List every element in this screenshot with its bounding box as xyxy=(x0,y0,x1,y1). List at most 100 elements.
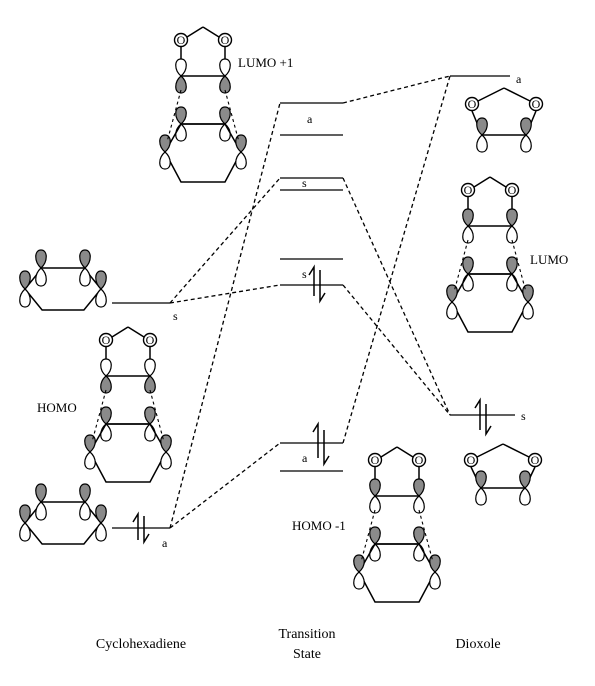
orbital-lobe xyxy=(144,358,156,377)
oxygen-atom: O xyxy=(460,182,476,198)
oxygen-symbol: O xyxy=(146,333,155,347)
oxygen-symbol: O xyxy=(221,33,230,47)
hexagon-ring xyxy=(89,423,167,483)
bond xyxy=(186,26,204,38)
p-orbital xyxy=(519,470,531,506)
label-lumo-plus-1: LUMO +1 xyxy=(238,55,293,70)
p-orbital xyxy=(475,470,487,506)
oxygen-atom: O xyxy=(463,452,479,468)
orbital-lobe xyxy=(144,375,156,394)
oxygen-symbol: O xyxy=(531,453,540,467)
p-orbital xyxy=(369,478,381,514)
orbital-lobe xyxy=(19,288,31,308)
p-orbital xyxy=(160,434,172,470)
interaction-line xyxy=(91,389,107,443)
oxygen-symbol: O xyxy=(464,183,473,197)
electron-pair-ts-a xyxy=(312,421,330,467)
p-orbital xyxy=(19,270,31,308)
orbital-lobe xyxy=(35,267,47,287)
interaction-line xyxy=(453,239,469,293)
orbital-lobe xyxy=(522,301,534,320)
interaction-line xyxy=(224,89,240,143)
bond xyxy=(473,176,491,188)
oxygen-atom: O xyxy=(527,452,543,468)
p-orbital xyxy=(413,478,425,514)
column-title-state: State xyxy=(293,647,321,662)
orbital-lobe xyxy=(159,134,171,153)
p-orbital xyxy=(522,284,534,320)
oxygen-symbol: O xyxy=(508,183,517,197)
oxygen-circle xyxy=(504,182,520,198)
orbital-lobe xyxy=(520,134,532,153)
orbital-labels: LUMO +1 LUMO HOMO HOMO -1 xyxy=(37,55,568,533)
orbital-lobe xyxy=(506,256,518,275)
orbital-lobe xyxy=(100,423,112,442)
oxygen-atom: O xyxy=(98,332,114,348)
p-orbital xyxy=(446,284,458,320)
p-orbital xyxy=(413,526,425,562)
p-orbital xyxy=(19,504,31,542)
p-orbital xyxy=(144,358,156,394)
oxygen-symbol: O xyxy=(532,97,541,111)
p-orbital xyxy=(520,117,532,153)
orbital-lobe xyxy=(413,526,425,545)
orbital-lobe xyxy=(462,208,474,227)
cyclohexadiene-molecule xyxy=(19,249,107,311)
electron-pair-diene-a xyxy=(132,511,150,545)
orbital-lobe xyxy=(235,134,247,153)
orbital-lobe xyxy=(175,106,187,125)
oxygen-circle xyxy=(367,452,383,468)
orbital-lobe xyxy=(35,483,47,503)
orbital-lobe xyxy=(462,225,474,244)
orbital-lobe xyxy=(369,495,381,514)
bond xyxy=(127,326,145,338)
p-orbital xyxy=(79,483,91,521)
orbital-lobe xyxy=(159,151,171,170)
corr-ts-s-lower-dioxole-s xyxy=(342,284,451,416)
orbital-lobe xyxy=(519,487,531,506)
oxygen-circle xyxy=(528,96,544,112)
orbital-lobe xyxy=(84,434,96,453)
p-orbital xyxy=(476,117,488,153)
corr-diene-s-ts-lower xyxy=(169,284,281,304)
oxygen-atom: O xyxy=(411,452,427,468)
orbital-lobe xyxy=(413,478,425,497)
electron-pair-ts-s xyxy=(308,264,326,304)
orbital-lobe xyxy=(35,501,47,521)
orbital-lobe xyxy=(175,123,187,142)
symmetry-label-ts-2: s xyxy=(302,176,307,190)
oxygen-circle xyxy=(173,32,189,48)
p-orbital xyxy=(84,434,96,470)
electron-pair-dioxole-s xyxy=(474,397,492,437)
corr-ts-lower-dioxole-a xyxy=(342,75,451,444)
symmetry-label-ts-3: s xyxy=(302,267,307,281)
oxygen-symbol: O xyxy=(177,33,186,47)
column-titles: Cyclohexadiene Transition State Dioxole xyxy=(96,627,501,662)
orbital-lobe xyxy=(475,487,487,506)
orbital-lobe xyxy=(413,543,425,562)
bond xyxy=(380,446,398,458)
oxygen-symbol: O xyxy=(467,453,476,467)
p-orbital xyxy=(95,504,107,542)
symmetry-label-dioxole-a: a xyxy=(516,72,522,86)
p-orbital xyxy=(159,134,171,170)
corr-ts-upper-dioxole-a xyxy=(342,75,451,104)
correlation-lines xyxy=(169,75,451,529)
label-homo-minus-1: HOMO -1 xyxy=(292,518,346,533)
orbital-lobe xyxy=(19,522,31,542)
oxygen-circle xyxy=(527,452,543,468)
p-orbital xyxy=(35,483,47,521)
orbital-lobe xyxy=(95,504,107,524)
orbital-lobe xyxy=(506,225,518,244)
orbital-lobe xyxy=(429,571,441,590)
orbital-lobe xyxy=(476,117,488,136)
orbital-lobe xyxy=(235,151,247,170)
orbital-lobe xyxy=(520,117,532,136)
orbital-lobe xyxy=(506,273,518,292)
oxygen-symbol: O xyxy=(415,453,424,467)
oxygen-circle xyxy=(463,452,479,468)
orbital-lobe xyxy=(429,554,441,573)
